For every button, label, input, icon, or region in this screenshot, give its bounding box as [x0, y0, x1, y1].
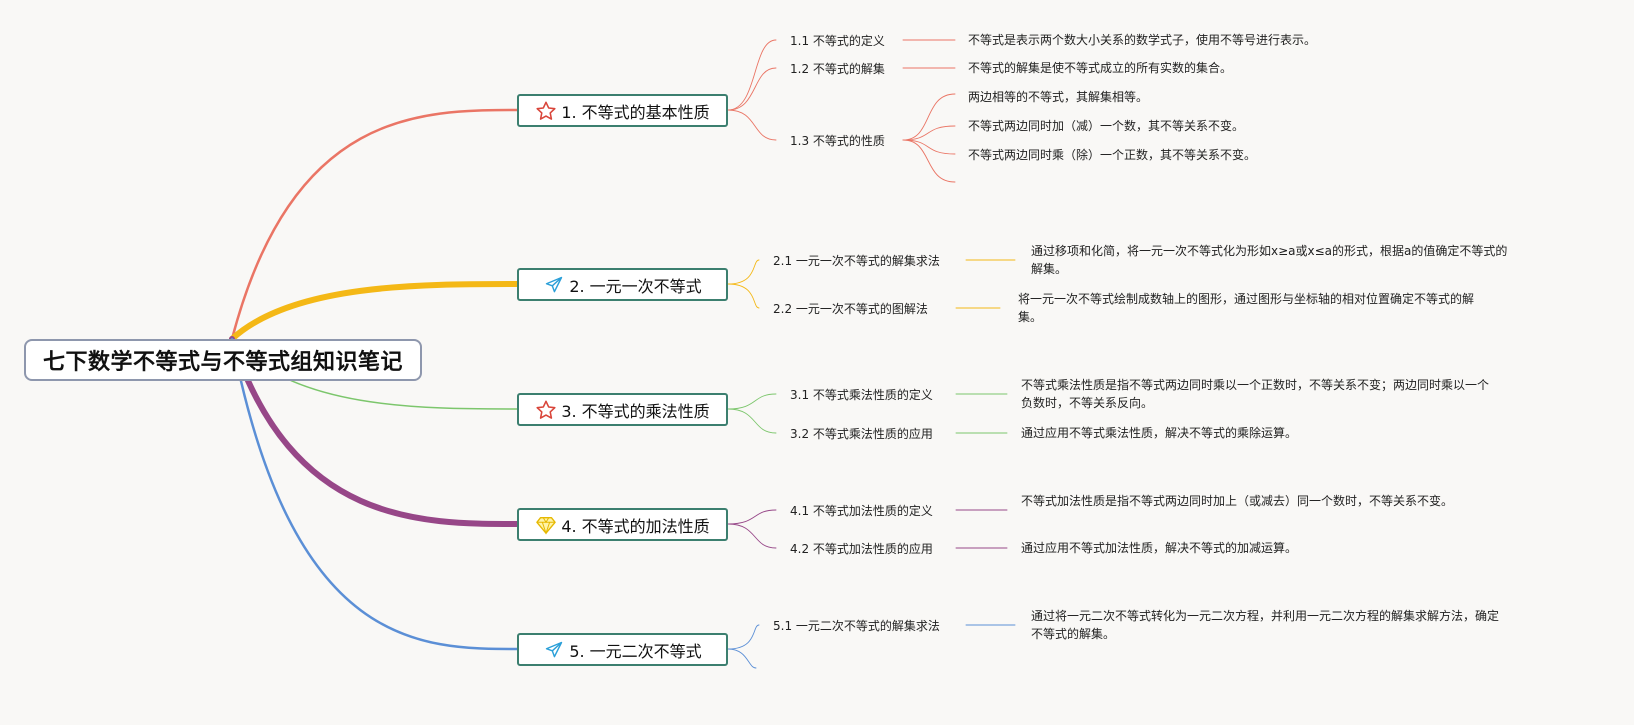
star-icon [535, 399, 557, 421]
sub-connector-4-2 [727, 523, 777, 549]
leaf-connector-1-3-1 [902, 93, 956, 141]
leaf-note-2-1-1[interactable]: 通过移项和化简，将一元一次不等式化为形如x≥a或x≤a的形式，根据a的值确定不等… [1031, 244, 1508, 276]
sub-connector-1-1 [727, 39, 777, 111]
sub-connector-1-2 [727, 67, 777, 111]
sub-connector-4-1 [727, 509, 777, 525]
sub-connector-5-1 [727, 624, 760, 650]
sub-connector-3-1 [727, 393, 777, 410]
subtopic-1-3[interactable]: 1.3 不等式的性质 [790, 134, 885, 148]
topic-label: 2. 一元一次不等式 [569, 276, 702, 296]
branch-connector-1 [230, 108, 519, 341]
topic-label: 4. 不等式的加法性质 [561, 516, 710, 536]
leaf-connector-1-3-4 [902, 139, 956, 183]
topic-2[interactable]: 2. 一元一次不等式 [517, 268, 728, 301]
topic-5[interactable]: 5. 一元二次不等式 [517, 633, 728, 666]
leaf-note-1-1-1[interactable]: 不等式是表示两个数大小关系的数学式子，使用不等号进行表示。 [968, 33, 1317, 47]
topic-label: 1. 不等式的基本性质 [561, 102, 710, 122]
topic-label: 3. 不等式的乘法性质 [561, 401, 710, 421]
root-title: 七下数学不等式与不等式组知识笔记 [42, 350, 403, 375]
diamond-icon [535, 514, 557, 536]
topic-3[interactable]: 3. 不等式的乘法性质 [517, 393, 728, 426]
subtopic-3-2[interactable]: 3.2 不等式乘法性质的应用 [790, 427, 933, 441]
leaf-note-1-2-1[interactable]: 不等式的解集是使不等式成立的所有实数的集合。 [968, 61, 1233, 75]
leaf-note-2-2-1[interactable]: 将一元一次不等式绘制成数轴上的图形，通过图形与坐标轴的相对位置确定不等式的解集。 [1018, 292, 1475, 324]
leaf-note-4-2-1[interactable]: 通过应用不等式加法性质，解决不等式的加减运算。 [1021, 541, 1298, 555]
root-topic[interactable]: 七下数学不等式与不等式组知识笔记 [24, 339, 422, 381]
branch-connector-4 [229, 336, 520, 527]
topic-label: 5. 一元二次不等式 [569, 641, 702, 661]
subtopic-1-2[interactable]: 1.2 不等式的解集 [790, 62, 885, 76]
paper-plane-icon [543, 639, 565, 661]
leaf-note-1-3-3[interactable]: 不等式两边同时乘（除）一个正数，其不等关系不变。 [968, 148, 1257, 162]
leaf-note-1-3-1[interactable]: 两边相等的不等式，其解集相等。 [968, 90, 1149, 104]
leaf-connector-1-3-3 [902, 139, 956, 155]
subtopic-4-2[interactable]: 4.2 不等式加法性质的应用 [790, 542, 933, 556]
leaf-connector-1-3-2 [902, 125, 956, 141]
sub-connector-3-2 [727, 408, 777, 434]
star-icon [535, 100, 557, 122]
leaf-note-3-2-1[interactable]: 通过应用不等式乘法性质，解决不等式的乘除运算。 [1021, 426, 1298, 440]
subtopic-3-1[interactable]: 3.1 不等式乘法性质的定义 [790, 388, 933, 402]
leaf-note-1-3-2[interactable]: 不等式两边同时加（减）一个数，其不等关系不变。 [968, 119, 1245, 133]
leaf-note-5-1-1[interactable]: 通过将一元二次不等式转化为一元二次方程，并利用一元二次方程的解集求解方法，确定不… [1031, 609, 1500, 641]
sub-connector-1-3 [727, 109, 777, 141]
leaf-note-4-1-1[interactable]: 不等式加法性质是指不等式两边同时加上（或减去）同一个数时，不等关系不变。 [1021, 494, 1454, 508]
subtopic-1-1[interactable]: 1.1 不等式的定义 [790, 34, 885, 48]
sub-connector-5-stub [727, 648, 757, 669]
topic-4[interactable]: 4. 不等式的加法性质 [517, 508, 728, 541]
sub-connector-2-2 [727, 283, 760, 309]
branch-connector-5 [230, 337, 519, 651]
leaf-note-3-1-1[interactable]: 不等式乘法性质是指不等式两边同时乘以一个正数时，不等关系不变；两边同时乘以一个负… [1021, 378, 1490, 410]
subtopic-2-2[interactable]: 2.2 一元一次不等式的图解法 [773, 302, 928, 316]
branch-connector-2 [229, 281, 520, 342]
subtopic-2-1[interactable]: 2.1 一元一次不等式的解集求法 [773, 254, 940, 268]
paper-plane-icon [543, 274, 565, 296]
subtopic-5-1[interactable]: 5.1 一元二次不等式的解集求法 [773, 619, 940, 633]
sub-connector-2-1 [727, 259, 760, 285]
topic-1[interactable]: 1. 不等式的基本性质 [517, 94, 728, 127]
subtopic-4-1[interactable]: 4.1 不等式加法性质的定义 [790, 504, 933, 518]
